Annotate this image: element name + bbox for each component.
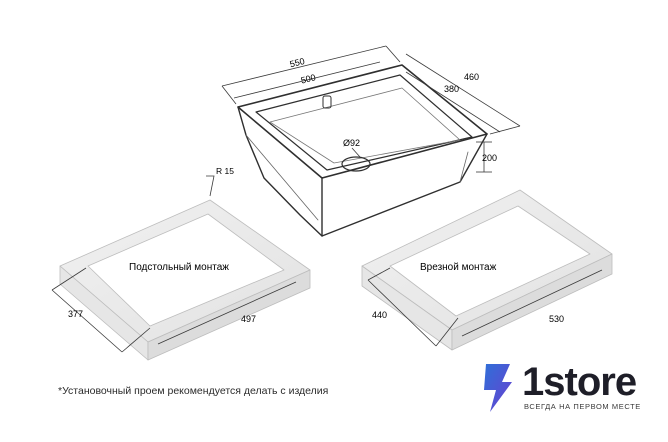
dim-leader-drain xyxy=(351,147,361,158)
undermount-slab-front-right xyxy=(147,269,311,361)
sink-drain xyxy=(341,156,371,172)
dim-ext-topmount-depth-top xyxy=(367,267,391,281)
sink-rim-inner xyxy=(255,74,473,171)
label-outer-depth: 460 xyxy=(464,72,479,82)
label-topmount: Врезной монтаж xyxy=(420,262,497,273)
undermount-labels: Подстольный монтаж 377 497 xyxy=(68,262,256,324)
label-height: 200 xyxy=(482,153,497,163)
dim-ext-outer-width-left xyxy=(221,85,237,105)
label-drain: Ø92 xyxy=(343,138,360,148)
dim-line-topmount-width xyxy=(461,269,603,337)
dim-line-topmount-depth xyxy=(367,279,437,347)
label-undermount-width: 497 xyxy=(241,314,256,324)
dim-line-undermount-width xyxy=(157,281,297,345)
dim-leader-radius xyxy=(206,175,215,197)
undermount-slab xyxy=(59,199,311,361)
footnote: *Установочный проем рекомендуется делать… xyxy=(58,385,329,397)
undermount-dimensions xyxy=(51,267,297,353)
label-radius: R 15 xyxy=(216,166,234,176)
sink-body-left xyxy=(237,106,323,237)
dim-ext-outer-depth xyxy=(489,125,521,135)
sink-dimension-labels: 550 500 460 380 200 Ø92 R 15 xyxy=(216,56,497,176)
topmount-slab-front-right xyxy=(451,253,613,351)
sink-dimensions xyxy=(206,45,521,197)
sink-body-edge xyxy=(245,134,319,221)
sink-drawing xyxy=(237,64,488,237)
label-undermount: Подстольный монтаж xyxy=(129,262,229,273)
dim-ext-undermount-depth-top xyxy=(51,267,87,291)
sink-bowl-floor xyxy=(269,87,461,164)
label-undermount-depth: 377 xyxy=(68,309,83,319)
dim-ext-topmount-depth-bottom xyxy=(435,317,459,347)
brand-name: 1store xyxy=(522,360,637,404)
topmount-dimensions xyxy=(367,267,603,347)
sink-body-front xyxy=(321,133,488,237)
label-topmount-depth: 440 xyxy=(372,310,387,320)
topmount-slab xyxy=(361,189,613,351)
dim-line-undermount-depth xyxy=(51,289,123,353)
brand-tagline: ВСЕГДА НА ПЕРВОМ МЕСТЕ xyxy=(524,402,641,411)
label-inner-width: 500 xyxy=(300,72,317,85)
sink-overflow xyxy=(322,95,332,109)
brand-logo: 1store ВСЕГДА НА ПЕРВОМ МЕСТЕ xyxy=(480,360,650,420)
lightning-icon xyxy=(484,364,512,412)
dim-ext-undermount-depth-bottom xyxy=(121,327,151,353)
label-topmount-width: 530 xyxy=(549,314,564,324)
topmount-labels: Врезной монтаж 440 530 xyxy=(372,262,564,324)
dim-line-inner-width xyxy=(233,61,381,99)
label-inner-depth: 380 xyxy=(444,84,459,94)
dim-ext-outer-width-right xyxy=(385,45,401,63)
sink-body-edge-right xyxy=(459,151,469,183)
label-outer-width: 550 xyxy=(289,56,306,69)
dim-line-outer-width xyxy=(221,45,387,87)
dim-line-outer-depth xyxy=(405,53,521,127)
dim-line-inner-depth xyxy=(405,71,501,133)
